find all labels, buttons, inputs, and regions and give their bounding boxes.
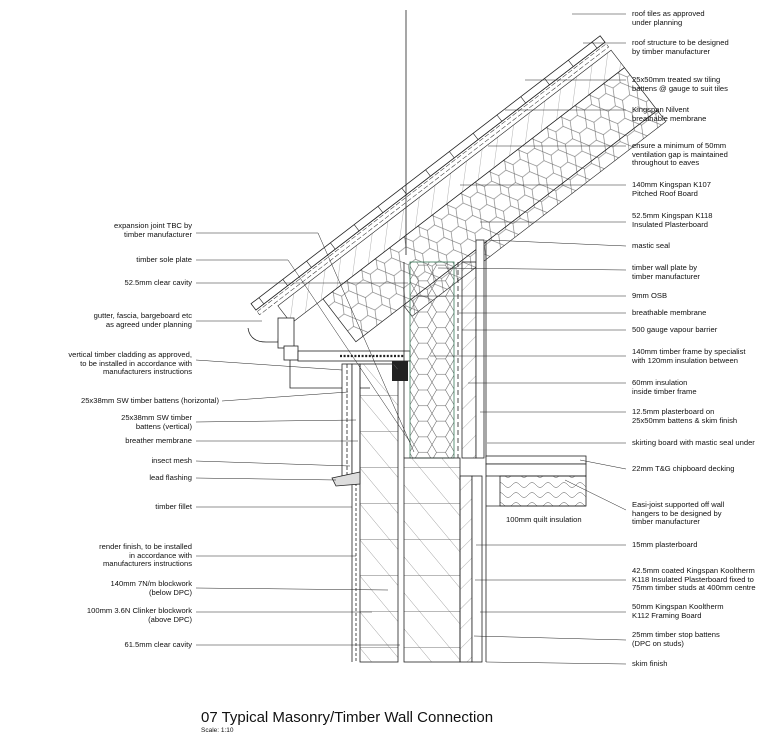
drawing-scale: Scale: 1:10 [201, 727, 234, 734]
label-breathable-membrane: breathable membrane [632, 308, 707, 317]
tiling-battens [256, 43, 609, 316]
label-k107-board: 140mm Kingspan K107 Pitched Roof Board [632, 180, 711, 198]
roof-buildup [250, 35, 667, 343]
drawing-title: 07 Typical Masonry/Timber Wall Connectio… [201, 709, 494, 726]
label-roof-tiles: roof tiles as approved under planning [632, 9, 705, 27]
label-roof-structure: roof structure to be designed by timber … [632, 38, 729, 56]
label-nilvent-membrane: Kingspan Nilvent breathable membrane [632, 105, 707, 123]
label-clear-cavity-52: 52.5mm clear cavity [124, 278, 192, 287]
label-timber-frame: 140mm timber frame by specialist with 12… [632, 347, 746, 365]
label-timber-fillet: timber fillet [155, 502, 192, 511]
label-stop-battens: 25mm timber stop battens (DPC on studs) [632, 630, 720, 648]
label-expansion-joint: expansion joint TBC by timber manufactur… [114, 221, 192, 239]
label-horizontal-battens: 25x38mm SW timber battens (horizontal) [80, 396, 219, 405]
label-15mm-plasterboard: 15mm plasterboard [632, 540, 698, 549]
label-plasterboard-battens: 12.5mm plasterboard on 25x50mm battens &… [632, 407, 738, 425]
label-tiling-battens: 25x50mm treated sw tiling battens @ gaug… [632, 75, 728, 93]
label-clinker-blockwork: 100mm 3.6N Clinker blockwork (above DPC) [86, 606, 192, 624]
label-render-finish: render finish, to be installed in accord… [99, 542, 192, 569]
label-sole-plate: timber sole plate [136, 255, 192, 264]
label-easi-joist: Easi-joist supported off wall hangers to… [632, 500, 725, 527]
leaders-left [195, 232, 415, 646]
label-skirting: skirting board with mastic seal under [632, 438, 755, 447]
gutter-fascia [247, 317, 370, 389]
leaders-right [410, 13, 627, 665]
label-gutter-fascia: gutter, fascia, bargeboard etc as agreed… [93, 311, 192, 329]
label-mastic-seal: mastic seal [632, 241, 670, 250]
external-wall [331, 363, 399, 663]
label-60mm-insulation: 60mm insulation inside timber frame [632, 378, 697, 396]
label-quilt-insulation: 100mm quilt insulation [506, 515, 582, 524]
label-breather-membrane: breather membrane [125, 436, 192, 445]
label-k112-framing: 50mm Kingspan Kooltherm K112 Framing Boa… [632, 602, 724, 620]
k107-roof-board [322, 67, 658, 343]
floor-zone [485, 455, 587, 507]
timber-frame-wall [403, 239, 487, 459]
label-vapour-barrier: 500 gauge vapour barrier [632, 325, 718, 334]
lower-inner-leaf [403, 457, 487, 663]
label-ventilation-gap: ensure a minimum of 50mm ventilation gap… [632, 141, 728, 168]
label-clear-cavity-61: 61.5mm clear cavity [124, 640, 192, 649]
label-k118-plasterboard: 52.5mm Kingspan K118 Insulated Plasterbo… [632, 211, 713, 229]
label-k118-kooltherm: 42.5mm coated Kingspan Kooltherm K118 In… [632, 566, 756, 593]
label-vertical-cladding: vertical timber cladding as approved, to… [68, 350, 192, 377]
label-vertical-battens: 25x38mm SW timber battens (vertical) [121, 413, 192, 431]
label-chipboard-decking: 22mm T&G chipboard decking [632, 464, 735, 473]
label-wall-plate: timber wall plate by timber manufacturer [632, 263, 700, 281]
label-insect-mesh: insect mesh [151, 456, 192, 465]
label-skim-finish: skim finish [632, 659, 668, 668]
label-7n-blockwork: 140mm 7N/m blockwork (below DPC) [110, 579, 192, 597]
label-lead-flashing: lead flashing [149, 473, 192, 482]
label-osb: 9mm OSB [632, 291, 668, 300]
